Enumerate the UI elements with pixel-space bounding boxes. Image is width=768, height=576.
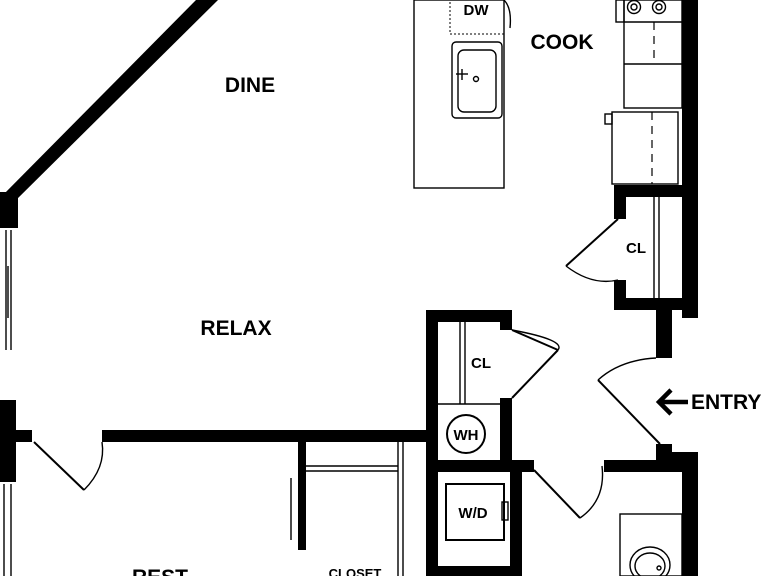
kitchen-closet-top xyxy=(614,185,684,197)
kitchen-closet-door xyxy=(565,197,660,298)
room-label-relax: RELAX xyxy=(200,317,271,340)
laundry-door xyxy=(533,465,604,519)
kitchen-closet-left-top xyxy=(614,185,626,219)
kitchen-closet-bottom xyxy=(614,298,698,310)
bedroom-door xyxy=(33,441,104,491)
bedroom-north-wall-b xyxy=(102,430,432,442)
walls xyxy=(0,0,698,576)
east-wall-lower xyxy=(682,452,698,576)
label-dishwasher: DW xyxy=(464,2,490,19)
label-closet-kitchen: CL xyxy=(626,240,646,257)
room-label-dine: DINE xyxy=(225,74,275,97)
west-wall-upper xyxy=(0,192,18,228)
label-washer-dryer: W/D xyxy=(458,505,487,522)
water-heater xyxy=(446,414,486,454)
bedroom-closet xyxy=(290,442,404,576)
bath-vanity xyxy=(619,513,683,576)
label-closet-hall: CL xyxy=(471,355,491,372)
laundry-right xyxy=(510,460,522,576)
label-entry: ENTRY xyxy=(691,391,761,414)
west-windows xyxy=(3,230,12,576)
room-label-closet: CLOSET xyxy=(329,566,382,576)
laundry-top xyxy=(426,460,534,472)
arrow-left-icon xyxy=(655,388,688,416)
range-icon xyxy=(615,0,667,23)
hall-closet-door xyxy=(438,322,560,405)
hall-closet-left xyxy=(426,310,438,576)
hall-closet-top xyxy=(426,310,512,322)
kitchen-island xyxy=(413,0,512,189)
room-label-rest: REST xyxy=(132,566,188,576)
hall-closet-right-bottom xyxy=(500,398,512,468)
laundry-bottom xyxy=(426,566,522,576)
bath-top xyxy=(604,460,698,472)
hall-closet-right-top xyxy=(500,310,512,330)
east-wall-kitchen xyxy=(682,0,698,318)
entry-wall-upper xyxy=(656,306,672,358)
room-label-cook: COOK xyxy=(531,31,594,54)
bedroom-north-wall-a xyxy=(0,430,32,442)
island-sink xyxy=(451,41,503,119)
entry-door xyxy=(597,357,661,445)
label-water-heater: WH xyxy=(454,427,479,444)
laundry-lower-fixture xyxy=(439,567,505,576)
refrigerator-icon xyxy=(604,111,679,185)
diagonal-wall xyxy=(0,0,218,204)
washer-dryer xyxy=(445,483,509,541)
kitchen-counter xyxy=(604,0,683,185)
